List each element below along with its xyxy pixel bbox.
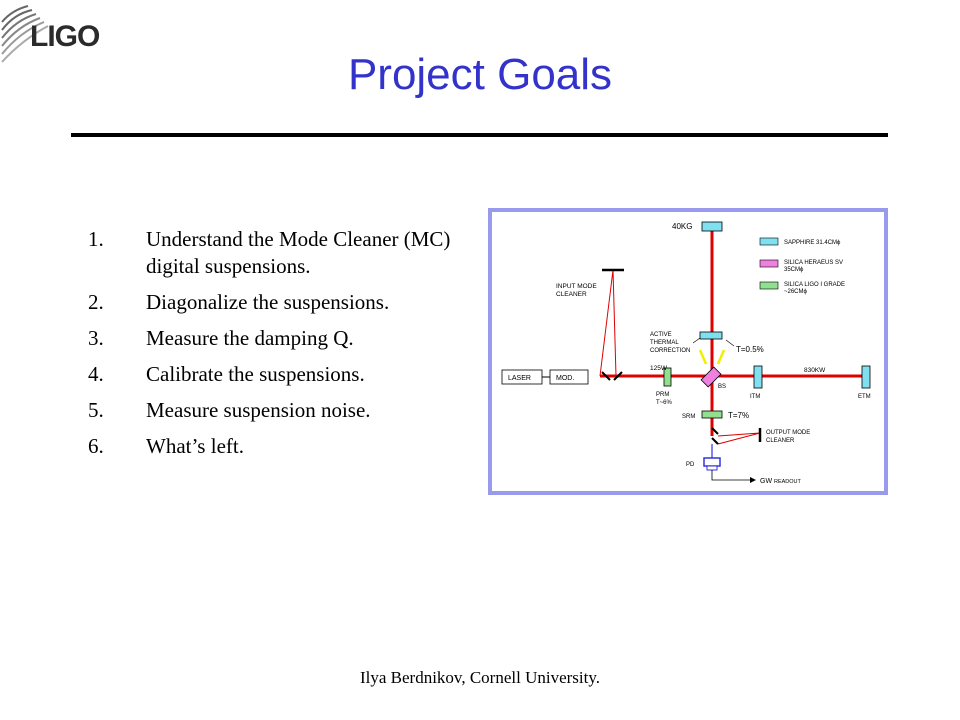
goals-list: 1. Understand the Mode Cleaner (MC) digit… [88,226,488,469]
legend-label: SAPPHIRE 31.4CMϕ [784,240,841,246]
prm-mirror [663,367,672,387]
goal-item: 5. Measure suspension noise. [88,397,488,424]
atc-pointer [692,337,701,344]
label-atc: CORRECTION [650,348,690,354]
goal-text: Measure the damping Q. [146,326,354,350]
label-gw: GW [760,478,772,485]
goal-item: 6. What’s left. [88,433,488,460]
goal-item: 2. Diagonalize the suspensions. [88,289,488,316]
legend-label: 35CMϕ [784,267,804,273]
label-t-half-percent: T=0.5% [736,345,764,354]
label-input-mc: INPUT MODE [556,283,597,290]
goal-number: 5. [88,398,104,422]
ligo-logo: LIGO [0,0,130,70]
legend-swatch-heraeus [759,259,779,268]
goal-number: 1. [88,227,104,251]
legend-swatch-ligo [759,281,779,290]
label-itm: ITM [750,394,760,400]
label-output-mc: OUTPUT MODE [766,430,810,436]
label-mod: MOD. [556,375,574,382]
goal-number: 4. [88,362,104,386]
label-etm: ETM [858,394,871,400]
label-readout: READOUT [774,479,802,485]
goal-item: 1. Understand the Mode Cleaner (MC) digit… [88,226,488,280]
label-prm-t: T~6% [656,400,673,406]
interferometer-diagram: 40KG INPUT MODE CLEANER LASER MOD. ACTIV… [488,208,888,495]
mirror-40kg [701,221,723,232]
logo-text: LIGO [30,20,100,53]
beam-splitter [700,366,722,388]
label-atc: ACTIVE [650,332,672,338]
label-830kw: 830KW [804,367,826,374]
label-atc: THERMAL [650,340,679,346]
label-laser: LASER [508,375,531,382]
legend-swatch-sapphire [759,237,779,246]
goal-number: 6. [88,434,104,458]
output-mc-corner-mirror [711,437,719,445]
label-bs: BS [718,384,726,390]
goal-text: Measure suspension noise. [146,398,371,422]
label-40kg: 40KG [672,222,692,231]
material-legend: SAPPHIRE 31.4CMϕ SILICA HERAEUS SV 35CMϕ… [759,237,845,295]
itm-mirror [753,365,763,389]
label-input-mc: CLEANER [556,291,587,298]
label-srm: SRM [682,414,695,420]
label-output-mc: CLEANER [766,438,795,444]
label-prm: PRM [656,392,669,398]
goal-text: Diagonalize the suspensions. [146,290,390,314]
goal-text: Understand the Mode Cleaner (MC) digital… [146,227,451,278]
thermal-compensation-plate [699,331,723,340]
t-pointer [725,339,735,347]
goal-text: Calibrate the suspensions. [146,362,365,386]
goal-number: 3. [88,326,104,350]
title-rule [71,133,888,137]
thermal-arrow-icon [716,349,726,365]
legend-label: SILICA LIGO I GRADE [784,282,845,288]
label-125w: 125W [650,365,668,372]
goal-item: 3. Measure the damping Q. [88,325,488,352]
label-pd: PD [686,462,695,468]
input-mc-corner-mirror [601,371,611,381]
legend-label: SILICA HERAEUS SV [784,260,843,266]
srm-mirror [701,410,723,419]
output-mc-corner-mirror [711,427,719,435]
thermal-arrow-icon [698,349,708,365]
slide-title: Project Goals [347,50,613,99]
etm-mirror [861,365,871,389]
input-mc-corner-mirror [613,371,623,381]
goal-item: 4. Calibrate the suspensions. [88,361,488,388]
photodiode [703,457,721,467]
photodiode-base [706,465,718,471]
logo-wave-icon [1,5,49,63]
diagram-frame [488,208,888,495]
slide-footer: Ilya Berdnikov, Cornell University. [359,668,600,687]
thermal-arrows [698,349,726,365]
legend-label: ~26CMϕ [784,289,808,295]
readout-arrow-icon [750,477,756,483]
goal-number: 2. [88,290,104,314]
goal-text: What’s left. [146,434,244,458]
label-t-7-percent: T=7% [728,411,749,420]
readout-line [711,470,750,481]
